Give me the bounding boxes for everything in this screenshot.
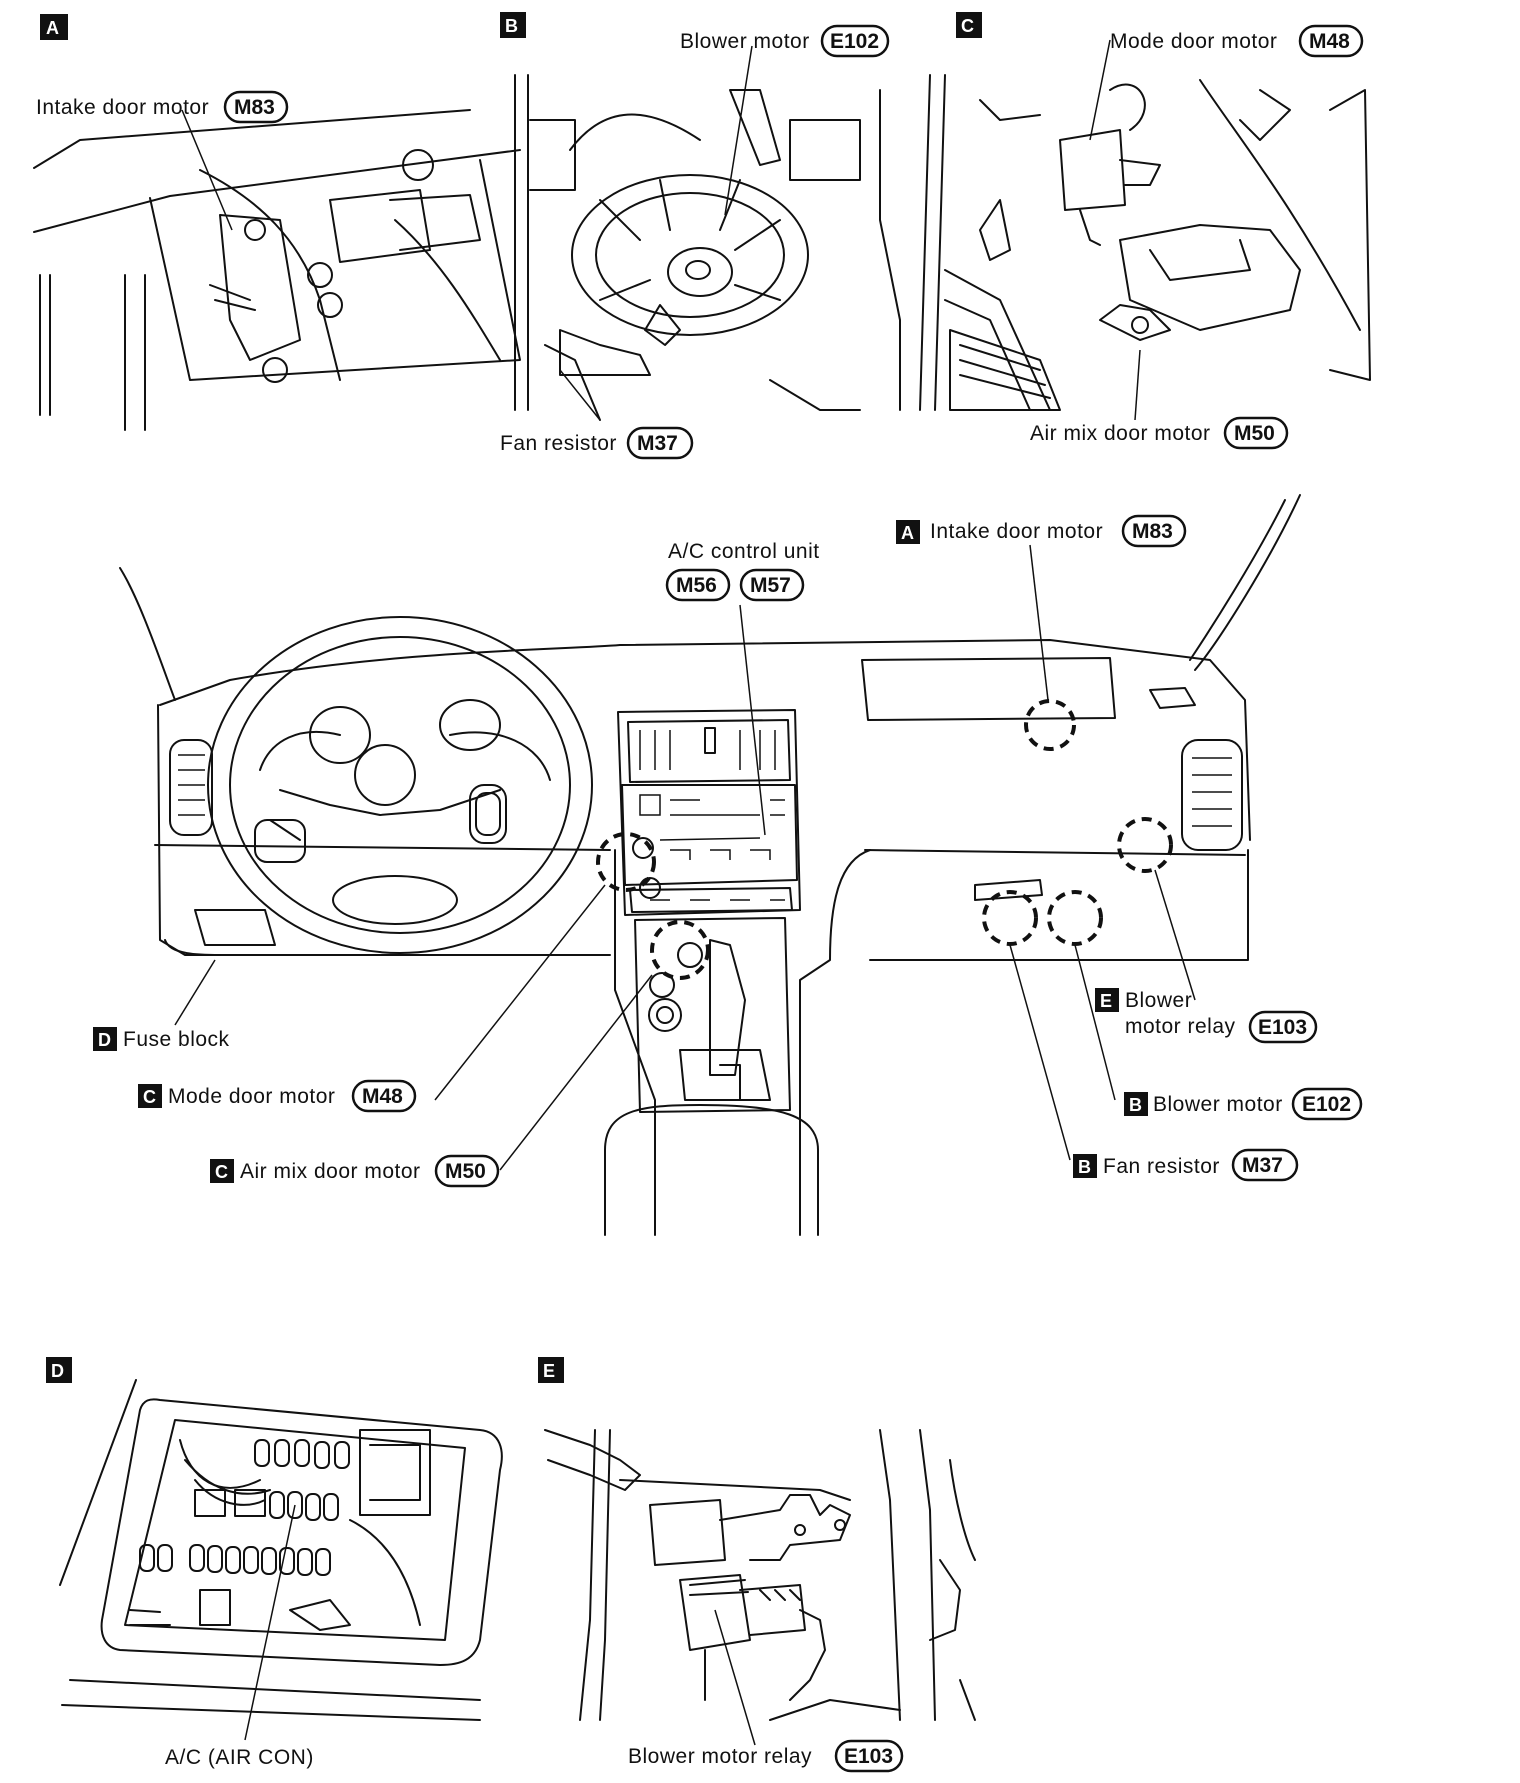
- panel-c-mode-label: Mode door motor: [1110, 30, 1277, 53]
- panel-d-letter-box: [46, 1357, 72, 1383]
- dashboard-illustration: [119, 494, 1301, 1236]
- mode-code: M48: [362, 1085, 403, 1108]
- panel-e-code-tag: E103: [834, 1739, 904, 1773]
- panel-a-intake-code-tag: M83: [223, 90, 289, 124]
- panel-a-intake-label: Intake door motor: [36, 96, 209, 119]
- fan-letter: B: [1078, 1157, 1091, 1177]
- panel-b-blower-label: Blower motor: [680, 30, 810, 53]
- relay-letter: E: [1100, 991, 1112, 1011]
- panel-c: C Mode door motor M48 Air mix door motor…: [944, 12, 1371, 450]
- fuse-letter: D: [98, 1030, 111, 1050]
- fan-code: M37: [1242, 1154, 1283, 1177]
- fan-resistor-location-marker: [982, 890, 1038, 946]
- relay-letter-box: [1095, 988, 1119, 1012]
- fan-label: Fan resistor: [1103, 1155, 1220, 1178]
- panel-c-airmix-code: M50: [1234, 422, 1275, 445]
- panel-c-mode-code: M48: [1309, 30, 1350, 53]
- ac-control-unit-label: A/C control unit: [668, 540, 820, 563]
- panel-e-illustration: [544, 1429, 976, 1746]
- panel-b-blower-code: E102: [830, 30, 879, 53]
- blower-code: E102: [1302, 1093, 1351, 1116]
- panel-b-fan-code: M37: [637, 432, 678, 455]
- panel-d-letter: D: [51, 1361, 64, 1381]
- relay-code: E103: [1258, 1016, 1307, 1039]
- mode-letter: C: [143, 1087, 156, 1107]
- panel-d-label: A/C (AIR CON): [165, 1746, 314, 1769]
- panel-a-illustration: [33, 109, 521, 431]
- panel-e-letter-box: [538, 1357, 564, 1383]
- panel-a: A Intake door motor M83: [33, 14, 521, 431]
- panel-b-fan-label: Fan resistor: [500, 432, 617, 455]
- mode-label: Mode door motor: [168, 1085, 335, 1108]
- panel-a-intake-code: M83: [234, 96, 275, 119]
- blower-letter-box: [1124, 1092, 1148, 1116]
- fan-code-tag: M37: [1231, 1148, 1299, 1182]
- mode-code-tag: M48: [351, 1079, 417, 1113]
- intake-code-tag: M83: [1121, 514, 1187, 548]
- panel-c-airmix-code-tag: M50: [1223, 416, 1289, 450]
- panel-d: D: [46, 1357, 503, 1769]
- blower-label: Blower motor: [1153, 1093, 1283, 1116]
- relay-location-marker: [1117, 817, 1173, 873]
- intake-letter-box: [896, 520, 920, 544]
- airmix-letter: C: [215, 1162, 228, 1182]
- ac-code-1: M56: [676, 574, 717, 597]
- panel-e: E Blower motor relay: [538, 1357, 976, 1773]
- panel-e-letter: E: [543, 1361, 555, 1381]
- intake-label: Intake door motor: [930, 520, 1103, 543]
- relay-label-line1: Blower: [1125, 989, 1192, 1012]
- mode-letter-box: [138, 1084, 162, 1108]
- panel-a-letter: A: [46, 18, 59, 38]
- blower-letter: B: [1129, 1095, 1142, 1115]
- panel-b-blower-code-tag: E102: [820, 24, 890, 58]
- dashboard-view: A/C control unit M56 M57 A Intake door m…: [93, 494, 1363, 1236]
- fuse-letter-box: [93, 1027, 117, 1051]
- blower-location-marker: [1047, 890, 1103, 946]
- panel-b-fan-code-tag: M37: [626, 426, 694, 460]
- panel-c-letter-box: [956, 12, 982, 38]
- blower-code-tag: E102: [1291, 1087, 1363, 1121]
- airmix-label: Air mix door motor: [240, 1160, 421, 1183]
- fuse-label: Fuse block: [123, 1028, 230, 1051]
- airmix-code: M50: [445, 1160, 486, 1183]
- panel-a-letter-box: [40, 14, 68, 40]
- panel-b-letter-box: [500, 12, 526, 38]
- intake-code: M83: [1132, 520, 1173, 543]
- panel-c-airmix-label: Air mix door motor: [1030, 422, 1211, 445]
- intake-location-marker: [1024, 699, 1076, 751]
- intake-letter: A: [901, 523, 914, 543]
- relay-label-line2: motor relay: [1125, 1015, 1236, 1038]
- panel-c-letter: C: [961, 16, 974, 36]
- panel-e-label: Blower motor relay: [628, 1745, 812, 1768]
- mode-motor-location-marker: [596, 832, 656, 892]
- ac-code-tag-2: M57: [739, 568, 805, 602]
- ac-code-2: M57: [750, 574, 791, 597]
- relay-code-tag: E103: [1248, 1010, 1318, 1044]
- panel-c-illustration: [944, 39, 1371, 421]
- fan-letter-box: [1073, 1154, 1097, 1178]
- airmix-motor-location-marker: [650, 920, 710, 980]
- panel-d-illustration: [59, 1379, 503, 1741]
- panel-b-letter: B: [505, 16, 518, 36]
- panel-e-code: E103: [844, 1745, 893, 1768]
- panel-b: B Blower motor E102 Fan resistor M37: [500, 12, 946, 460]
- panel-c-mode-code-tag: M48: [1298, 24, 1364, 58]
- panel-b-illustration: [514, 45, 946, 421]
- ac-code-tag-1: M56: [665, 568, 731, 602]
- airmix-code-tag: M50: [434, 1154, 500, 1188]
- airmix-letter-box: [210, 1159, 234, 1183]
